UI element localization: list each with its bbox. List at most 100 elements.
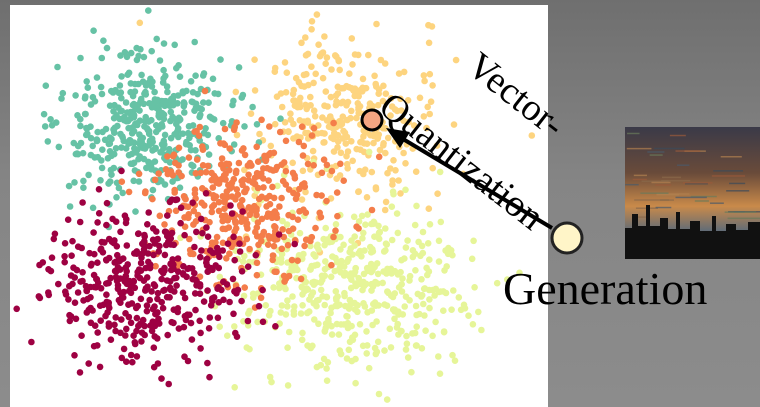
cluster-point-orange [273,214,281,222]
cluster-point-peach [333,175,341,182]
cluster-point-light-yellow [324,359,332,366]
cluster-point-crimson [291,240,299,248]
cluster-point-peach [400,68,408,76]
cluster-point-crimson [77,278,84,285]
cluster-point-light-yellow [290,307,298,315]
cluster-point-teal [159,110,167,118]
cluster-point-orange [187,250,194,258]
cluster-point-light-yellow [364,211,371,218]
cluster-point-teal [106,140,114,147]
cluster-point-teal [139,134,147,142]
cluster-point-crimson [150,251,157,259]
cluster-point-crimson [244,263,252,271]
cluster-point-crimson [103,199,111,207]
cluster-point-peach [343,152,350,160]
cluster-point-light-yellow [294,266,301,274]
cluster-point-crimson [177,204,185,211]
cluster-point-crimson [162,241,170,249]
cluster-point-teal [174,125,182,132]
cluster-point-orange [199,143,206,150]
cluster-point-orange [219,239,227,247]
cluster-point-light-yellow [418,242,426,250]
cluster-point-orange [169,171,177,179]
cluster-point-crimson [143,302,151,309]
cluster-point-crimson [127,319,135,327]
cluster-point-light-yellow [361,247,368,254]
cluster-point-orange [271,236,279,243]
cluster-point-teal [151,88,158,96]
cluster-point-light-yellow [403,332,410,340]
cluster-point-crimson [132,304,140,312]
cluster-point-peach [331,52,339,59]
cluster-point-peach [293,133,301,140]
cluster-point-peach [251,87,259,94]
cluster-point-crimson [124,261,131,268]
cluster-point-light-yellow [493,279,501,287]
cluster-point-crimson [214,249,222,256]
cluster-point-light-yellow [389,188,397,195]
cluster-point-teal [148,135,156,143]
cluster-point-light-yellow [270,284,277,291]
cluster-point-crimson [207,302,215,309]
cluster-point-orange [220,140,227,147]
cluster-point-orange [258,237,265,245]
cluster-point-light-yellow [283,221,291,228]
cluster-point-teal [170,92,178,100]
cluster-point-light-yellow [468,255,476,263]
generated-point [550,221,584,255]
cluster-point-crimson [96,302,104,310]
cluster-point-crimson [141,322,148,330]
cluster-point-peach [400,117,407,124]
cluster-point-orange [226,250,233,257]
cluster-point-teal [161,131,169,139]
cluster-point-light-yellow [304,286,312,293]
cluster-point-teal [235,64,243,71]
cluster-point-peach [380,82,387,90]
cluster-point-orange [260,184,267,191]
cluster-point-light-yellow [362,221,369,228]
cluster-point-light-yellow [351,268,359,276]
cluster-point-teal [131,88,139,95]
cluster-point-light-yellow [420,300,427,308]
cluster-point-light-yellow [437,288,445,295]
cluster-point-peach [321,102,328,109]
cluster-point-teal [130,177,137,185]
cluster-point-orange [161,221,168,228]
cluster-point-light-yellow [284,382,292,389]
cluster-point-teal [58,95,65,102]
cluster-point-orange [196,123,204,131]
cluster-point-crimson [123,358,130,366]
cluster-point-light-yellow [416,310,423,318]
cluster-point-light-yellow [408,368,415,376]
cluster-point-light-yellow [335,331,343,338]
cluster-point-light-yellow [358,212,366,220]
cluster-point-orange [217,161,225,168]
cluster-point-light-yellow [382,225,389,232]
cluster-point-light-yellow [365,364,373,372]
cluster-point-teal [135,52,142,60]
cluster-point-light-yellow [343,355,351,362]
cluster-point-light-yellow [298,336,306,344]
cluster-point-crimson [135,230,142,237]
cluster-point-orange [243,220,251,227]
cluster-point-teal [107,166,115,174]
cluster-point-peach [298,196,306,203]
cluster-point-orange [185,154,193,161]
cluster-point-orange [228,193,236,200]
cluster-point-crimson [166,198,174,206]
cluster-point-teal [170,115,178,122]
cluster-point-peach [350,87,357,94]
cluster-point-orange [301,242,308,250]
cluster-point-peach [373,83,380,90]
cluster-point-orange [253,211,260,219]
cluster-point-orange [269,183,276,191]
cluster-point-light-yellow [323,365,330,372]
cluster-point-peach [337,149,345,157]
cluster-point-peach [338,120,346,128]
cluster-point-orange [197,169,205,177]
cluster-point-orange [202,168,210,176]
cluster-point-peach [344,116,351,124]
cluster-point-orange [178,172,185,180]
cluster-point-orange [204,162,212,170]
cluster-point-light-yellow [504,276,511,283]
